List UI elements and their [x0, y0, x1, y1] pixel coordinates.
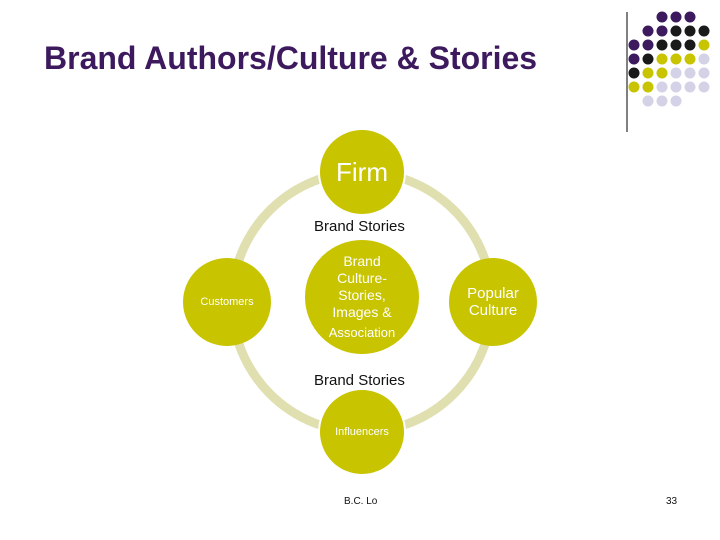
decorative-dot — [656, 95, 668, 107]
footer-author: B.C. Lo — [344, 496, 378, 507]
decorative-dot — [684, 11, 696, 23]
decorative-dot — [656, 11, 668, 23]
decorative-dot — [684, 81, 696, 93]
page-number: 33 — [666, 496, 678, 507]
popular-culture-label: Popular Culture — [467, 285, 519, 319]
decorative-dot — [670, 53, 682, 65]
brand-stories-bottom-label: Brand Stories — [314, 372, 405, 389]
customers-label: Customers — [200, 296, 254, 308]
decorative-dot — [698, 25, 710, 37]
decorative-dot — [628, 39, 640, 51]
firm-node: Firm — [318, 128, 406, 216]
popular-culture-node: Popular Culture — [449, 258, 537, 346]
firm-label: Firm — [336, 156, 388, 187]
decorative-dot — [670, 81, 682, 93]
customers-node: Customers — [183, 258, 271, 346]
decorative-dot — [670, 67, 682, 79]
decorative-dot — [656, 39, 668, 51]
decorative-dot — [670, 39, 682, 51]
decorative-dot — [684, 67, 696, 79]
center-line: Association — [328, 325, 396, 340]
center-line: Brand — [343, 253, 381, 269]
decorative-dot — [698, 53, 710, 65]
decorative-dot — [628, 53, 640, 65]
decorative-dot — [642, 95, 654, 107]
brand-culture-text: Brand Culture- Stories, Images & Associa… — [329, 253, 395, 341]
decorative-dot — [684, 39, 696, 51]
decorative-dot — [628, 81, 640, 93]
influencers-node: Influencers — [318, 388, 406, 476]
center-line: Culture- — [337, 270, 387, 286]
decorative-dot — [642, 81, 654, 93]
brand-culture-node: Brand Culture- Stories, Images & Associa… — [303, 238, 421, 356]
decorative-dot — [656, 67, 668, 79]
decorative-dot — [628, 67, 640, 79]
decorative-dot — [642, 67, 654, 79]
decorative-dot — [642, 25, 654, 37]
decorative-dot — [656, 53, 668, 65]
decorative-dot — [698, 39, 710, 51]
influencers-label: Influencers — [335, 426, 389, 438]
decorative-dot — [656, 25, 668, 37]
decorative-dot — [670, 11, 682, 23]
decorative-dot — [670, 25, 682, 37]
decorative-dot — [642, 53, 654, 65]
decorative-dot — [656, 81, 668, 93]
decorative-dot — [684, 53, 696, 65]
center-line: Stories, — [338, 287, 386, 303]
center-line: Images & — [332, 304, 392, 320]
decorative-dot — [642, 39, 654, 51]
decorative-dot — [698, 81, 710, 93]
slide-title: Brand Authors/Culture & Stories — [44, 40, 538, 76]
decorative-dot — [684, 25, 696, 37]
brand-stories-top-label: Brand Stories — [314, 218, 405, 235]
decorative-dot — [698, 67, 710, 79]
decorative-dot — [670, 95, 682, 107]
